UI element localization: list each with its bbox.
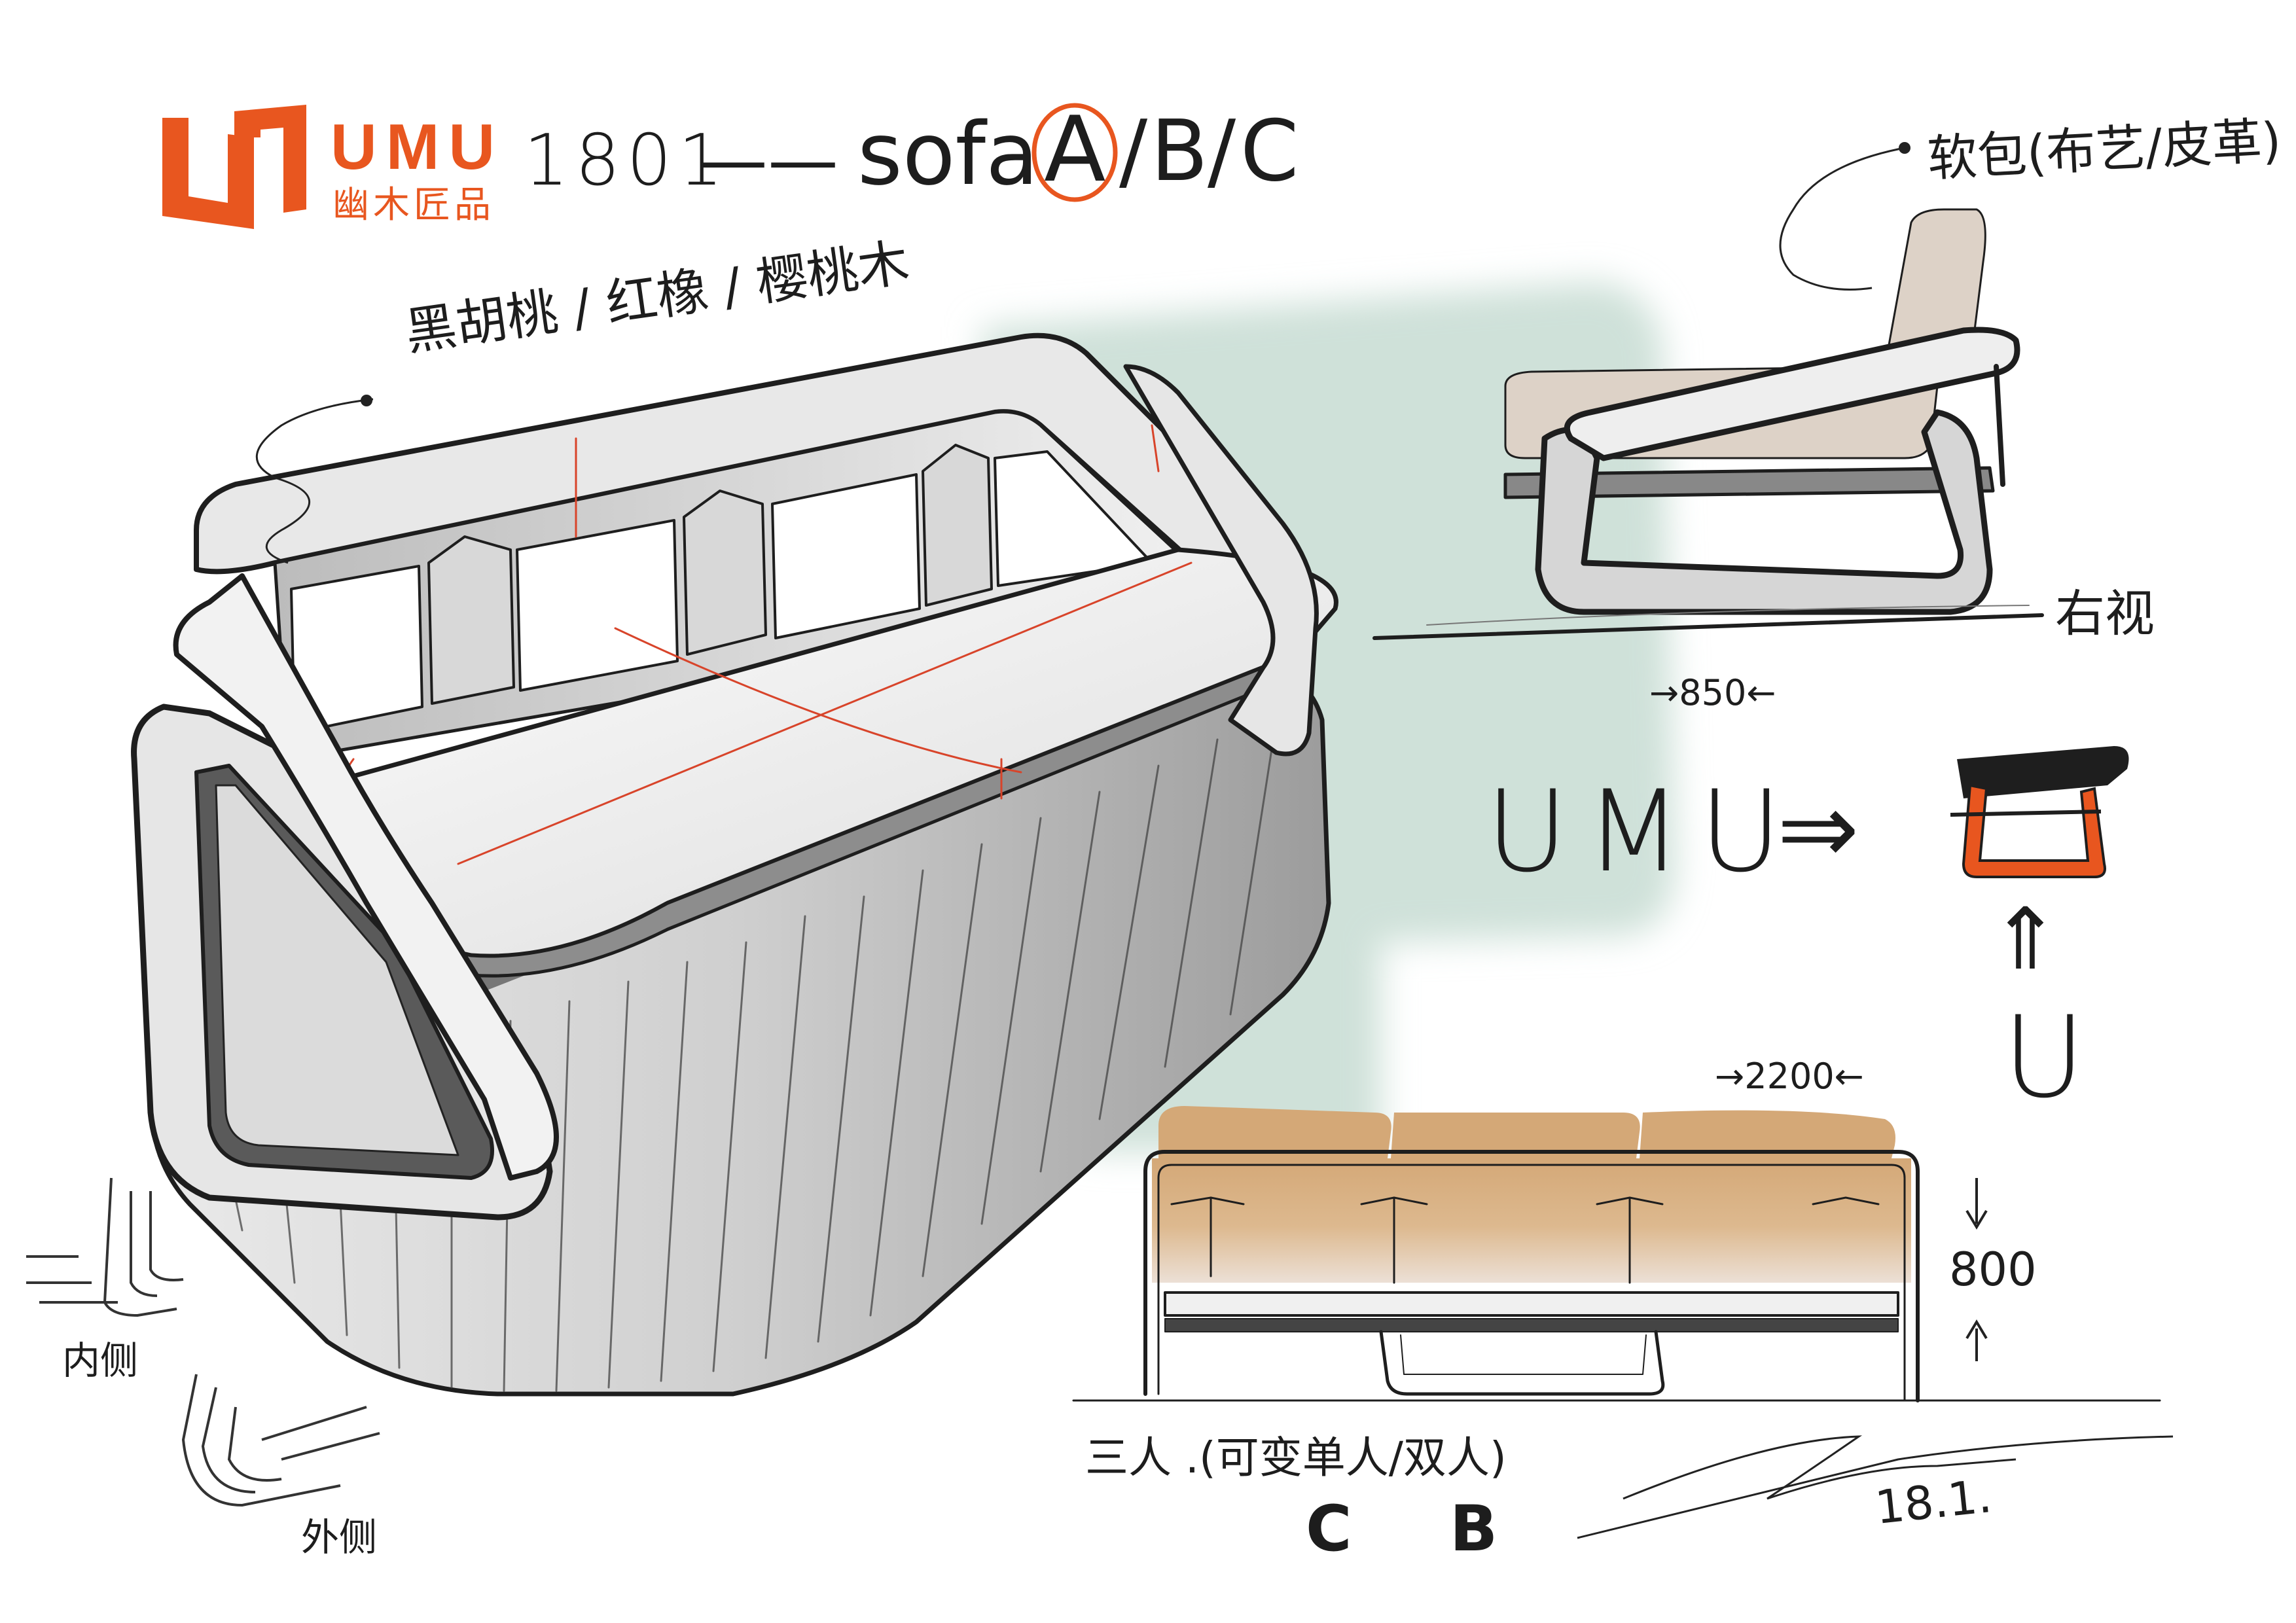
signature — [1577, 1435, 2174, 1539]
upholstery-leader-line — [1779, 146, 1909, 291]
front-seat-board — [1164, 1291, 1899, 1317]
concept-text: UMU — [1486, 766, 1799, 897]
front-center-support — [1379, 1330, 1665, 1396]
title-option-a-label: A — [1044, 97, 1106, 202]
front-cushion-center — [1391, 1113, 1640, 1158]
title-option-b: B — [1151, 103, 1208, 200]
seating-note: 三人 .(可变单人/双人) — [1085, 1433, 1507, 1483]
back-openings — [290, 450, 1153, 734]
front-frame-outer — [1143, 1150, 1920, 1402]
inner-side-label: 内侧 — [62, 1338, 139, 1383]
brand-subtitle: 幽木匠品 — [332, 184, 495, 226]
title-separator: / — [1208, 103, 1236, 200]
front-back-dividers — [1170, 1196, 1880, 1284]
depth-dimension: →850← — [1649, 672, 1776, 713]
length-dimension: →2200← — [1715, 1056, 1864, 1097]
outer-detail-sketch — [181, 1374, 380, 1507]
concept-arrow-icon: ⇒ — [1777, 772, 1859, 886]
title-option-a: A — [1031, 103, 1118, 202]
title-separator: / — [1119, 103, 1148, 200]
title-code: 1801 — [524, 120, 730, 202]
option-c-label: C — [1306, 1492, 1352, 1565]
side-view-sketch — [1372, 208, 2044, 640]
date-text: 18.1. — [1873, 1469, 1994, 1535]
side-seat-board — [1503, 466, 1995, 499]
inner-detail-sketch — [26, 1177, 184, 1317]
wood-leader-line — [256, 398, 374, 564]
upholstery-leader-dot — [1899, 142, 1910, 154]
front-back-panel — [1152, 1158, 1911, 1283]
selected-circle-icon — [1031, 103, 1118, 202]
front-cushion-right — [1640, 1110, 1895, 1158]
title-dash: —— — [697, 120, 838, 202]
perspective-sofa — [131, 332, 1338, 1397]
concept-icon — [1950, 746, 2129, 878]
height-dim-arrows — [1965, 1178, 1988, 1361]
title-option-c: C — [1240, 103, 1299, 200]
up-arrow-icon: ⇑ — [1990, 889, 2061, 989]
height-dimension: 800 — [1949, 1243, 2037, 1296]
wood-leader-dot — [361, 395, 372, 406]
side-top-rail — [1564, 327, 2020, 461]
title-product: sofa — [857, 104, 1039, 205]
front-view-sketch — [1072, 1106, 2161, 1402]
concept-u-letter: U — [2003, 991, 2085, 1123]
armrest-rear-frame — [1123, 364, 1319, 757]
umu-logo-icon — [162, 105, 306, 229]
front-cushion-left — [1158, 1106, 1391, 1158]
armrest-top-tube — [173, 573, 559, 1181]
side-view-label: 右视 — [2055, 584, 2155, 643]
brand-name: UMU — [331, 111, 505, 183]
back-posts — [427, 444, 993, 705]
option-b-label: B — [1450, 1492, 1498, 1565]
outer-side-label: 外侧 — [301, 1515, 378, 1560]
